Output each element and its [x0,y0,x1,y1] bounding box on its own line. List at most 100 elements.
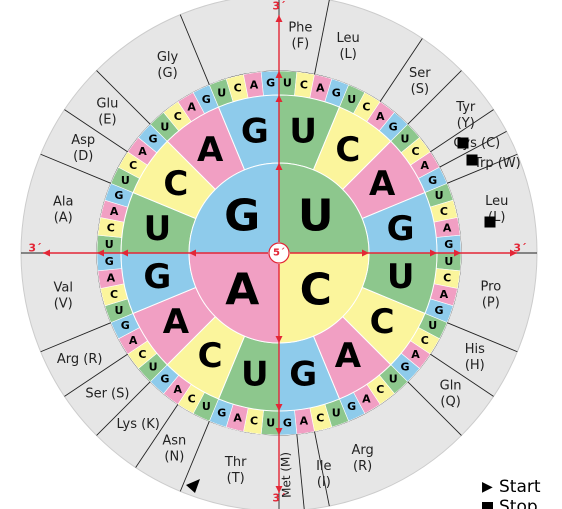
third-base-letter: A [250,78,259,91]
amino-acid-divider [314,0,330,75]
five-prime-center [268,242,290,264]
third-base-letter: C [376,383,384,396]
axis-arrowhead [454,249,461,257]
axis-arrowhead [275,404,283,411]
legend-start-row: ▶ Start [482,477,562,497]
second-base-letter: A [197,130,224,170]
third-base-letter: U [105,238,114,251]
amino-acid-divider [40,322,112,353]
amino-acid-label: Ser (S) [85,386,129,401]
axis-arrowhead [275,71,283,78]
third-base-letter: G [121,319,130,332]
first-base-quadrant [188,162,280,254]
amino-acid-divider [379,38,423,102]
legend-start-label: Start [499,477,541,497]
third-base-letter: G [332,86,341,99]
amino-acid-label: Asn(N) [162,433,186,464]
amino-acid-abbreviation: (Y) [457,116,475,131]
amino-acid-label: Ile(I) [316,459,331,490]
third-base-letter: U [428,319,437,332]
third-base-letter: A [138,145,147,158]
third-base-letter: C [234,82,242,95]
five-prime-label: 5´ [273,247,285,259]
amino-acid-divider [64,109,128,153]
amino-acid-name: Ser (S) [85,386,129,401]
amino-acid-name: Leu [485,194,508,209]
amino-acid-abbreviation: (D) [73,149,93,164]
stop-codon-square [466,154,478,166]
amino-acid-label: Arg (R) [57,352,103,367]
third-base-letter: G [389,121,398,134]
third-base-letter: A [300,415,309,428]
amino-acid-abbreviation: (F) [292,37,310,52]
third-base-letter: C [300,78,308,91]
third-base-letter: A [440,288,449,301]
third-base-letter: A [316,82,325,95]
third-base-letter: U [283,77,292,90]
amino-acid-name: Ser [409,66,431,81]
start-triangle-icon: ▶ [482,479,493,495]
third-base-letter: A [443,222,452,235]
three-prime-end-label: 3´ [272,492,285,505]
third-base-letter: A [421,159,430,172]
amino-acid-abbreviation: (N) [164,449,184,464]
third-base-letter: U [114,304,123,317]
amino-acid-divider [296,434,305,509]
third-base-letter: C [107,222,115,235]
axis-arrowhead [97,249,104,257]
first-base-letter: U [298,191,334,242]
amino-acid-name: Gln [440,378,462,393]
third-base-letter: U [266,416,275,429]
third-base-letter: G [347,400,356,413]
second-base-letter: U [241,355,269,395]
amino-acid-name: Trp (W) [473,156,521,171]
amino-acid-divider [135,404,179,468]
third-base-letter: A [187,101,196,114]
amino-acid-label: Val(V) [53,280,72,311]
third-base-letter: G [217,407,226,420]
amino-acid-name: Ala [53,195,73,210]
second-base-letter: C [198,336,223,376]
second-base-letter: U [387,257,415,297]
axis-arrow-layer: 3´3´3´3´5´ [28,0,526,505]
second-base-letter: G [387,209,415,249]
third-base-letter: G [149,132,158,145]
axis-arrowhead [275,15,283,22]
third-base-letter: G [266,77,275,90]
third-base-letter: A [362,392,371,405]
axis-arrowhead [430,249,437,257]
third-base-letter: C [421,334,429,347]
first-base-quadrant [278,252,370,344]
second-base-letter: A [163,302,190,342]
amino-acid-divider [407,381,462,436]
amino-acid-name: Ile [316,459,331,474]
third-base-letter: U [160,121,169,134]
third-base-letter: G [160,372,169,385]
amino-acid-divider [446,322,518,353]
third-base-letter: C [250,415,258,428]
third-base-letter: C [110,288,118,301]
amino-acid-name: Lys (K) [117,417,160,432]
third-base-letter: G [435,304,444,317]
third-base-letter: U [202,400,211,413]
amino-acid-divider [439,130,507,168]
amino-acid-abbreviation: (S) [411,82,429,97]
amino-acid-divider [430,353,494,397]
axis-arrowhead [275,336,283,343]
stop-codon-square [457,137,469,149]
third-base-letter: A [110,205,119,218]
second-base-letter: A [335,336,362,376]
second-base-letter: C [163,164,188,204]
third-base-letter: C [188,392,196,405]
legend-stop-label: Stop [499,497,538,509]
amino-acid-abbreviation: (V) [54,296,73,311]
amino-acid-label: Asp(D) [71,133,95,164]
amino-acid-divider [179,420,210,492]
third-base-letter: C [440,205,448,218]
amino-acid-abbreviation: (R) [353,459,372,474]
amino-acid-abbreviation: (I) [317,475,331,490]
stop-square-icon [482,501,493,509]
amino-acid-name: Arg (R) [57,352,103,367]
amino-acid-divider [430,109,494,153]
